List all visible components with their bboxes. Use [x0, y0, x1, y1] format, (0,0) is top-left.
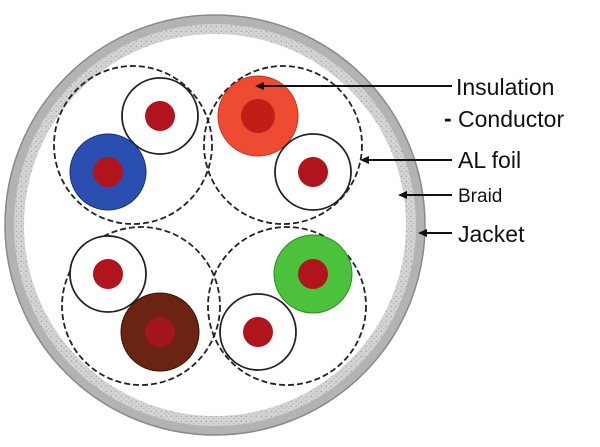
conductor — [298, 157, 328, 187]
conductor — [145, 101, 175, 131]
wire-blue — [69, 133, 147, 211]
label-insulation: Insulation — [456, 74, 554, 100]
al-foil-shield-top-right — [203, 65, 363, 225]
wire-white-bottom-left — [69, 235, 147, 313]
label-conductor: Conductor — [458, 106, 564, 132]
leader-braid — [398, 191, 452, 199]
al-foil-shield-top-left — [53, 65, 213, 225]
leader-insulation — [255, 82, 452, 90]
wire-white-bottom-right — [219, 293, 297, 371]
wire-orange — [217, 75, 299, 157]
conductor — [298, 259, 328, 289]
label-braid: Braid — [458, 186, 502, 207]
wire-green — [273, 234, 353, 314]
wire-brown — [120, 292, 200, 372]
wire-white-top-left — [121, 77, 199, 155]
conductor — [145, 317, 175, 347]
conductor — [243, 317, 273, 347]
al-foil-shield-bottom-left — [61, 226, 221, 386]
conductor — [241, 99, 275, 133]
cable-core — [24, 34, 406, 416]
leader-jacket — [418, 229, 452, 237]
leader-al-foil — [360, 156, 452, 164]
wire-white-top-right — [274, 133, 352, 211]
al-foil-shield-bottom-right — [207, 226, 367, 386]
conductor — [93, 157, 123, 187]
label-jacket: Jacket — [458, 221, 525, 247]
conductor — [93, 259, 123, 289]
label-al-foil: AL foil — [458, 147, 521, 173]
label-conductor-dash: - — [444, 105, 452, 131]
